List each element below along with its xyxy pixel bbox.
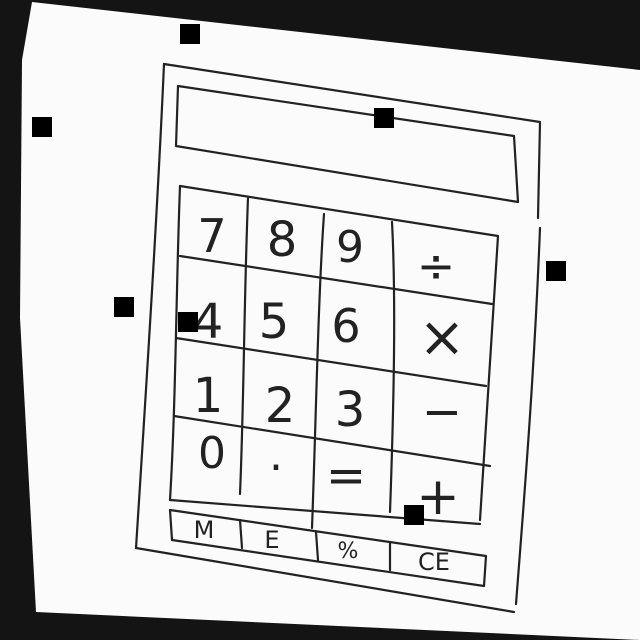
key-9-label: 9 xyxy=(336,222,364,273)
function-row xyxy=(168,508,488,588)
key-memory[interactable]: M xyxy=(194,516,215,544)
key-7[interactable]: 7 xyxy=(197,209,226,263)
key-percent-label: % xyxy=(338,539,359,564)
key-clear-entry[interactable]: CE xyxy=(418,548,450,576)
marker-square xyxy=(114,297,134,317)
key-divide[interactable]: ÷ xyxy=(417,239,456,293)
key-3[interactable]: 3 xyxy=(335,382,366,438)
key-1[interactable]: 1 xyxy=(193,368,224,424)
key-6[interactable]: 6 xyxy=(331,299,360,353)
key-1-label: 1 xyxy=(193,368,224,424)
key-5-label: 5 xyxy=(259,294,290,350)
key-8[interactable]: 8 xyxy=(267,212,298,268)
paper-sheet xyxy=(20,2,640,640)
key-decimal-label: . xyxy=(269,430,283,481)
key-7-label: 7 xyxy=(197,209,226,263)
key-exponent[interactable]: E xyxy=(264,526,279,554)
key-exponent-label: E xyxy=(264,526,279,554)
key-minus[interactable]: − xyxy=(422,384,462,440)
key-clear-entry-label: CE xyxy=(418,548,450,576)
key-0[interactable]: 0 xyxy=(198,428,226,479)
key-6-label: 6 xyxy=(331,299,360,353)
key-multiply-label: × xyxy=(419,305,466,370)
key-multiply[interactable]: × xyxy=(419,305,466,370)
marker-square xyxy=(546,261,566,281)
key-equals[interactable]: = xyxy=(326,448,366,504)
key-memory-label: M xyxy=(194,516,215,544)
key-3-label: 3 xyxy=(335,382,366,438)
key-equals-label: = xyxy=(326,448,366,504)
key-2[interactable]: 2 xyxy=(265,378,296,434)
key-percent[interactable]: % xyxy=(338,539,359,564)
key-minus-label: − xyxy=(422,384,462,440)
key-8-label: 8 xyxy=(267,212,298,268)
marker-square xyxy=(180,24,200,44)
key-grid xyxy=(168,184,500,530)
display-screen xyxy=(174,84,520,204)
key-divide-label: ÷ xyxy=(417,239,456,293)
marker-square xyxy=(374,108,394,128)
key-5[interactable]: 5 xyxy=(259,294,290,350)
key-decimal[interactable]: . xyxy=(269,430,283,481)
marker-square xyxy=(404,505,424,525)
registration-markers xyxy=(32,24,566,525)
marker-square xyxy=(178,312,198,332)
marker-square xyxy=(32,117,52,137)
key-0-label: 0 xyxy=(198,428,226,479)
key-2-label: 2 xyxy=(265,378,296,434)
calculator-body xyxy=(134,62,542,614)
key-9[interactable]: 9 xyxy=(336,222,364,273)
